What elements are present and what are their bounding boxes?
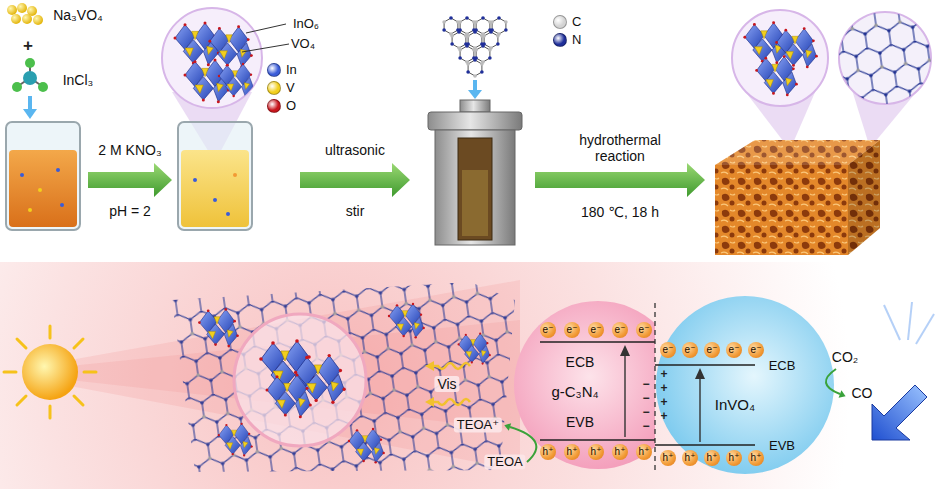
- charge-carrier: e⁻: [660, 342, 676, 358]
- legend-text: V: [286, 80, 295, 95]
- annotation: ultrasonic: [325, 142, 385, 158]
- charge-carrier: h⁺: [748, 450, 764, 466]
- charge-carrier: e⁻: [748, 342, 764, 358]
- band-circle-shape: [655, 295, 835, 475]
- atom-swatch: [553, 15, 567, 29]
- charge-sign: −: [642, 420, 649, 434]
- atom-swatch: [553, 33, 567, 47]
- charge-sign: +: [660, 396, 667, 410]
- charge-carrier: h⁺: [612, 444, 628, 460]
- legend-text: O: [286, 98, 296, 113]
- annotation: hydrothermal reaction: [564, 132, 676, 164]
- band-label: g-C₃N₄: [551, 383, 598, 400]
- charge-sign: +: [660, 410, 667, 424]
- atom-swatch: [267, 63, 281, 77]
- charge-carrier: e⁻: [704, 342, 720, 358]
- annotation: TEOA⁺: [454, 418, 502, 433]
- charge-carrier: h⁺: [564, 444, 580, 460]
- annotation: InCl₃: [63, 72, 94, 88]
- annotation: stir: [346, 203, 365, 219]
- charge-carrier: h⁺: [704, 450, 720, 466]
- charge-carrier: e⁻: [588, 322, 604, 338]
- band-label: ECB: [769, 359, 796, 374]
- annotation: Na₃VO₄: [53, 7, 103, 23]
- charge-carrier: e⁻: [726, 342, 742, 358]
- charge-carrier: h⁺: [682, 450, 698, 466]
- annotation: 2 M KNO₃: [98, 142, 161, 158]
- atom-swatch: [267, 81, 281, 95]
- charge-carrier: h⁺: [636, 444, 652, 460]
- charge-sign: −: [642, 406, 649, 420]
- legend-text: N: [572, 32, 581, 47]
- charge-carrier: e⁻: [612, 322, 628, 338]
- legend-item: N: [553, 32, 581, 47]
- band-label: EVB: [566, 414, 594, 430]
- legend-text: C: [572, 14, 581, 29]
- charge-carrier: h⁺: [540, 444, 556, 460]
- annotation: VO₄: [291, 37, 315, 52]
- band-label: InVO₄: [715, 396, 755, 413]
- annotation: Vis: [434, 376, 459, 392]
- band-circle: ECB InVO₄ EVB: [655, 295, 835, 475]
- legend-item: V: [267, 80, 295, 95]
- legend-item: O: [267, 98, 296, 113]
- band-label: ECB: [566, 354, 595, 370]
- annotation: CO₂: [832, 349, 858, 365]
- annotation: TEOA: [484, 455, 525, 470]
- legend-item: In: [267, 62, 297, 77]
- charge-sign: +: [23, 36, 33, 56]
- charge-sign: −: [642, 378, 649, 392]
- charge-carrier: h⁺: [660, 450, 676, 466]
- legend-text: In: [286, 62, 297, 77]
- atom-swatch: [267, 99, 281, 113]
- charge-carrier: e⁻: [636, 322, 652, 338]
- annotation: CO: [852, 385, 873, 401]
- charge-carrier: e⁻: [564, 322, 580, 338]
- charge-sign: −: [642, 392, 649, 406]
- annotation: 180 ℃, 18 h: [581, 204, 659, 220]
- legend-item: C: [553, 14, 581, 29]
- charge-carrier: h⁺: [726, 450, 742, 466]
- charge-carrier: e⁻: [682, 342, 698, 358]
- charge-carrier: h⁺: [588, 444, 604, 460]
- band-label: EVB: [769, 439, 795, 454]
- charge-sign: +: [660, 368, 667, 382]
- annotation: InO₆: [293, 17, 319, 32]
- annotation: pH = 2: [109, 203, 151, 219]
- charge-sign: +: [660, 382, 667, 396]
- charge-carrier: e⁻: [540, 322, 556, 338]
